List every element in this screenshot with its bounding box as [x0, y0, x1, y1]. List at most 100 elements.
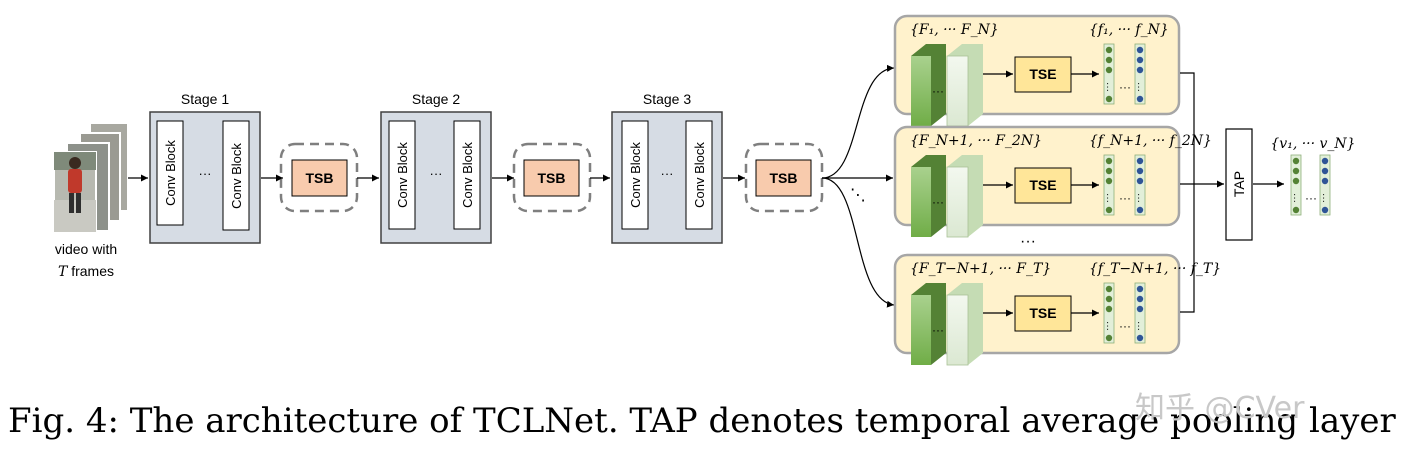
output-vector-1-dot-last: [1292, 206, 1300, 214]
branch-3-f-set: {f_T−N+1, ··· f_T}: [1089, 261, 1221, 277]
branch-3-vector-1-dot-1: [1105, 285, 1113, 293]
branch-2: {F_N+1, ··· F_2N}{f_N+1, ··· f_2N}···TSE…: [893, 125, 1212, 238]
stage-3-title: Stage 3: [643, 91, 691, 107]
branch-3-feature-map-front: [911, 295, 931, 365]
branch-1-feature-set: {F₁, ··· F_N}: [910, 22, 999, 38]
branch-2-vector-2-dot-2: [1136, 167, 1144, 175]
stage-1-conv-block-2-label: Conv Block: [229, 143, 244, 209]
stage-2: Stage 2 Conv Block ··· Conv Block: [380, 91, 492, 244]
branch-2-vector-1-vdots: ···: [1102, 193, 1113, 203]
stage-2-title: Stage 2: [412, 91, 460, 107]
branch-2-vector-2: [1134, 154, 1146, 216]
tsb-1: TSB: [279, 142, 359, 213]
branch-3-tse-label: TSE: [1029, 305, 1056, 321]
tsb-3-dashed-outline: [744, 142, 824, 213]
input-label-line1: video with: [55, 241, 117, 257]
stage-2-conv-block-2-label: Conv Block: [460, 142, 475, 208]
branch-1-vector-1-dot-last: [1105, 95, 1113, 103]
stage-3-conv-block-2: [685, 120, 713, 230]
output-vector-2-dot-2: [1321, 167, 1329, 175]
stage-1-conv-block-1-label: Conv Block: [163, 140, 178, 206]
branch-2-tse-label: TSE: [1029, 177, 1056, 193]
stage-2-conv-block-2: [453, 120, 481, 230]
branch-2-vector-1: [1103, 154, 1115, 216]
stage-3: Stage 3 Conv Block ··· Conv Block: [611, 91, 723, 244]
input-video-frames: [53, 122, 129, 233]
stage-1-conv-block-2: [222, 120, 250, 231]
branch-2-vector-dots: ···: [1119, 191, 1131, 205]
output-vector-2: [1319, 154, 1331, 216]
tsb-3-label: TSB: [770, 170, 798, 186]
branch-2-cube-dots: ···: [932, 195, 944, 209]
branch-2-tse-box: [1014, 167, 1072, 204]
tap-block: TAP: [1225, 128, 1253, 241]
branch-2-vector-1-dot-2: [1105, 167, 1113, 175]
branch-2-f-set: {f_N+1, ··· f_2N}: [1089, 133, 1212, 149]
tsb-1-dashed-outline: [279, 142, 359, 213]
branch-3-vector-1: [1103, 282, 1115, 344]
stage-1-dots: ···: [199, 166, 212, 181]
stage-3-dots: ···: [661, 166, 674, 181]
stage-3-conv-block-1: [621, 120, 649, 230]
output-vector-dots: ···: [1305, 191, 1317, 205]
branch-1-vector-1-dot-3: [1105, 66, 1113, 74]
branch-3-vector-2-dot-3: [1136, 305, 1144, 313]
branch-3-vector-dots: ···: [1119, 319, 1131, 333]
branch-3-vector-2: [1134, 282, 1146, 344]
branch-1-f-set: {f₁, ··· f_N}: [1089, 22, 1169, 38]
stage-1-title: Stage 1: [181, 91, 229, 107]
watermark: 知乎 @CVer: [1135, 391, 1305, 426]
stage-2-dots: ···: [430, 166, 443, 181]
arrow-split-branch-3: [821, 177, 895, 308]
tsb-2: TSB: [512, 142, 592, 213]
output-vector-1: [1290, 154, 1302, 216]
stage-3-conv-block-2-label: Conv Block: [692, 142, 707, 208]
output-vector-1-vdots: ···: [1289, 193, 1300, 203]
person-figure: [68, 157, 82, 213]
branch-1-feature-map-front: [911, 56, 931, 126]
branch-3-vector-2-dot-2: [1136, 295, 1144, 303]
branch-2-vector-2-dot-3: [1136, 177, 1144, 185]
branch-1-feature-map-back: [946, 55, 969, 127]
main-flow-arrows: [128, 64, 895, 308]
output-vector-1-dot-3: [1292, 177, 1300, 185]
branch-3-vector-2-vdots: ···: [1133, 321, 1144, 331]
stage-2-conv-block-1-label: Conv Block: [395, 142, 410, 208]
branch-3-vector-2-dot-last: [1136, 334, 1144, 342]
branch-3-vector-2-dot-1: [1136, 285, 1144, 293]
branch-2-feature-map-back: [946, 166, 969, 238]
input-label-line2: T frames: [58, 263, 114, 280]
output-vector-2-dot-last: [1321, 206, 1329, 214]
tsb-2-box: [523, 159, 580, 197]
branch-2-vector-2-dot-last: [1136, 206, 1144, 214]
output-vector-2-dot-3: [1321, 177, 1329, 185]
branch-gap-dots: ···: [1020, 233, 1036, 250]
tsb-1-label: TSB: [306, 170, 334, 186]
branch-3-vector-1-dot-2: [1105, 295, 1113, 303]
branches-layer: {F₁, ··· F_N}{f₁, ··· f_N}···TSE········…: [893, 14, 1221, 366]
tsb-3-box: [755, 159, 812, 197]
branch-1: {F₁, ··· F_N}{f₁, ··· f_N}···TSE········…: [893, 14, 1181, 127]
branch-3-feature-set: {F_T−N+1, ··· F_T}: [910, 261, 1051, 277]
branch-2-vector-1-dot-1: [1105, 157, 1113, 165]
branch-1-vector-2-dot-3: [1136, 66, 1144, 74]
output-vector-1-dot-1: [1292, 157, 1300, 165]
merge-bracket: [1180, 72, 1195, 313]
branch-2-vector-2-dot-1: [1136, 157, 1144, 165]
arrow-split-branch-1: [821, 64, 895, 179]
tsb-2-dashed-outline: [512, 142, 592, 213]
branch-1-vector-2-vdots: ···: [1133, 82, 1144, 92]
branch-3-feature-map-back: [946, 294, 969, 366]
branch-1-tse-box: [1014, 56, 1072, 93]
branch-3-cube-dots: ···: [932, 323, 944, 337]
branch-1-vector-1-dot-1: [1105, 46, 1113, 54]
branch-3-vector-1-vdots: ···: [1102, 321, 1113, 331]
branch-1-vector-2-dot-last: [1136, 95, 1144, 103]
stage-1: Stage 1 Conv Block ··· Conv Block: [149, 91, 261, 244]
branch-3-tse-box: [1014, 295, 1072, 332]
branch-2-vector-1-dot-3: [1105, 177, 1113, 185]
branch-1-tse-label: TSE: [1029, 66, 1056, 82]
output-vector-1-dot-2: [1292, 167, 1300, 175]
branch-1-vector-2: [1134, 43, 1146, 105]
